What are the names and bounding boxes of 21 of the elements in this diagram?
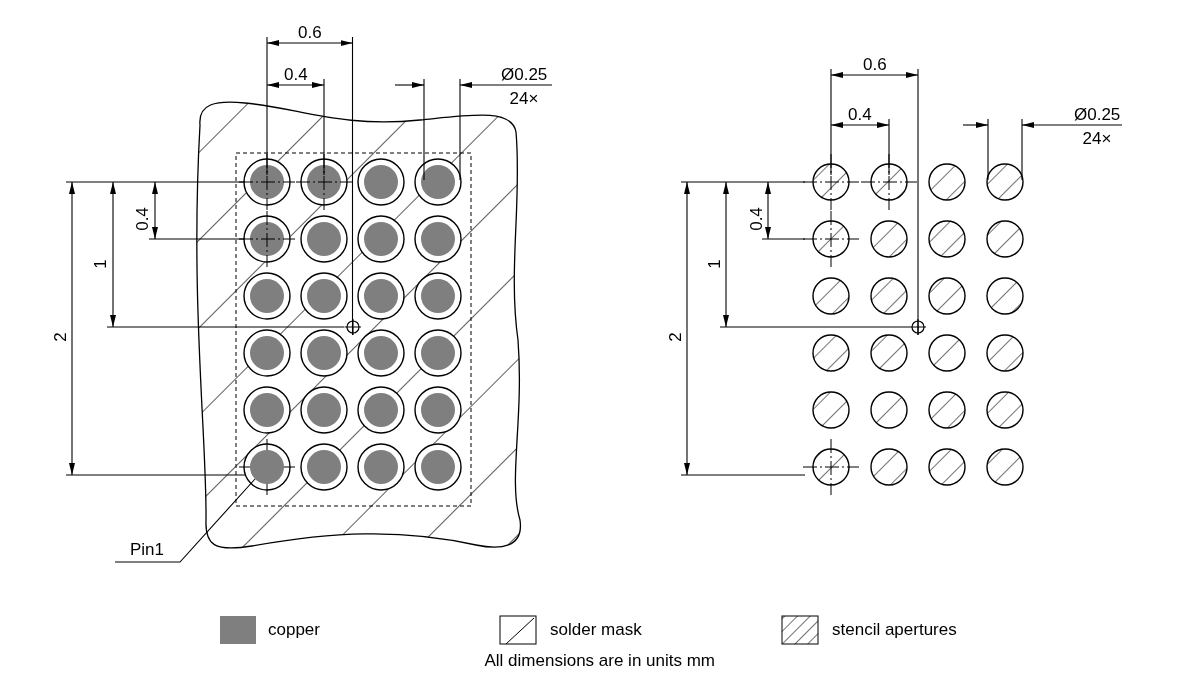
dimension-label: 2 [51, 332, 70, 342]
caption: All dimensions are in units mm [484, 652, 716, 670]
legend-label: stencil apertures [832, 621, 957, 639]
dimension-label: 1 [705, 259, 724, 269]
quantity-label: 24× [509, 90, 539, 108]
dimension-label: 2 [666, 332, 685, 342]
pin-label: Pin1 [130, 541, 165, 559]
dimension-label: 0.4 [747, 207, 766, 231]
legend-label: copper [268, 621, 320, 639]
legend-label: solder mask [550, 621, 642, 639]
dimension-label: 0.4 [848, 106, 872, 124]
leader-line [114, 478, 256, 563]
copper-pad [250, 450, 284, 484]
dimension-label: 0.6 [298, 24, 322, 42]
dimension-label: 1 [91, 259, 110, 269]
dimension-label: 0.4 [133, 207, 152, 231]
quantity-label: 24× [1082, 130, 1112, 148]
dimension-label: 0.6 [863, 56, 887, 74]
dimension-label: 0.4 [284, 66, 308, 84]
dimension-label: Ø0.25 [1074, 106, 1121, 124]
dimension-label: Ø0.25 [501, 66, 548, 84]
